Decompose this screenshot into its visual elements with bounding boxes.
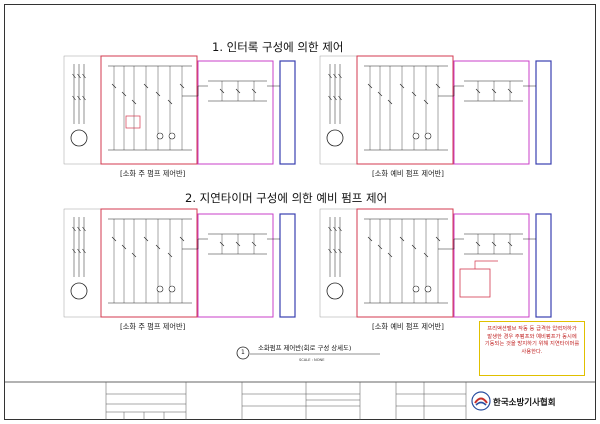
panel-schematic-2 — [319, 55, 552, 165]
section-title-2: 2. 지연타이머 구성에 의한 예비 펌프 제어 — [185, 191, 388, 205]
section-title-1: 1. 인터록 구성에 의한 제어 — [212, 40, 344, 54]
panel-group — [63, 55, 552, 318]
detail-marker-number: 1 — [241, 349, 245, 356]
panel-caption-backup-1: [소화 예비 펌프 제어반] — [372, 169, 444, 178]
panel-schematic-4 — [319, 208, 552, 318]
footer-scale-label: SCALE : NONE — [299, 358, 325, 362]
sheet-border — [4, 4, 596, 420]
panel-caption-main-1: [소화 주 펌프 제어반] — [120, 169, 186, 178]
organization-logo — [471, 391, 491, 411]
title-block-grid — [105, 382, 467, 420]
panel-caption-backup-2: [소화 예비 펌프 제어반] — [372, 322, 444, 331]
detail-marker-circle — [236, 346, 250, 360]
panel-schematic-3 — [63, 208, 296, 318]
delay-timer-note: 프리액션밸브 작동 등 급격한 압력저하가 발생한 경우 주펌프와 예비펌프가 … — [479, 321, 585, 376]
footer-drawing-title: 소화펌프 제어반(회로 구성 상세도) — [258, 344, 352, 352]
footer-title-underline — [250, 353, 380, 355]
organization-name: 한국소방기사협회 — [493, 398, 556, 408]
panel-caption-main-2: [소화 주 펌프 제어반] — [120, 322, 186, 331]
panel-schematic-1 — [63, 55, 296, 165]
